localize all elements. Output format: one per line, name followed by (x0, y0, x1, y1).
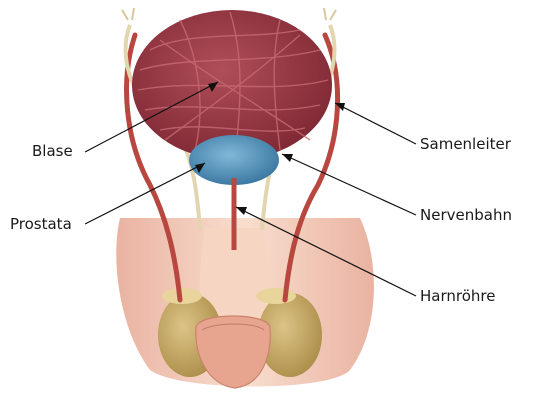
prostate (189, 135, 279, 185)
leader-line-samenleiter (335, 103, 416, 144)
arrowhead-harnroehre (236, 207, 247, 215)
label-harnroehre: Harnröhre (420, 287, 495, 305)
arrowhead-nervenbahn (282, 154, 293, 162)
label-blase: Blase (32, 142, 73, 160)
label-samenleiter: Samenleiter (420, 135, 511, 153)
right-epididymis (256, 288, 296, 304)
label-prostata: Prostata (10, 215, 72, 233)
leader-line-nervenbahn (282, 154, 416, 215)
label-nervenbahn: Nervenbahn (420, 206, 512, 224)
